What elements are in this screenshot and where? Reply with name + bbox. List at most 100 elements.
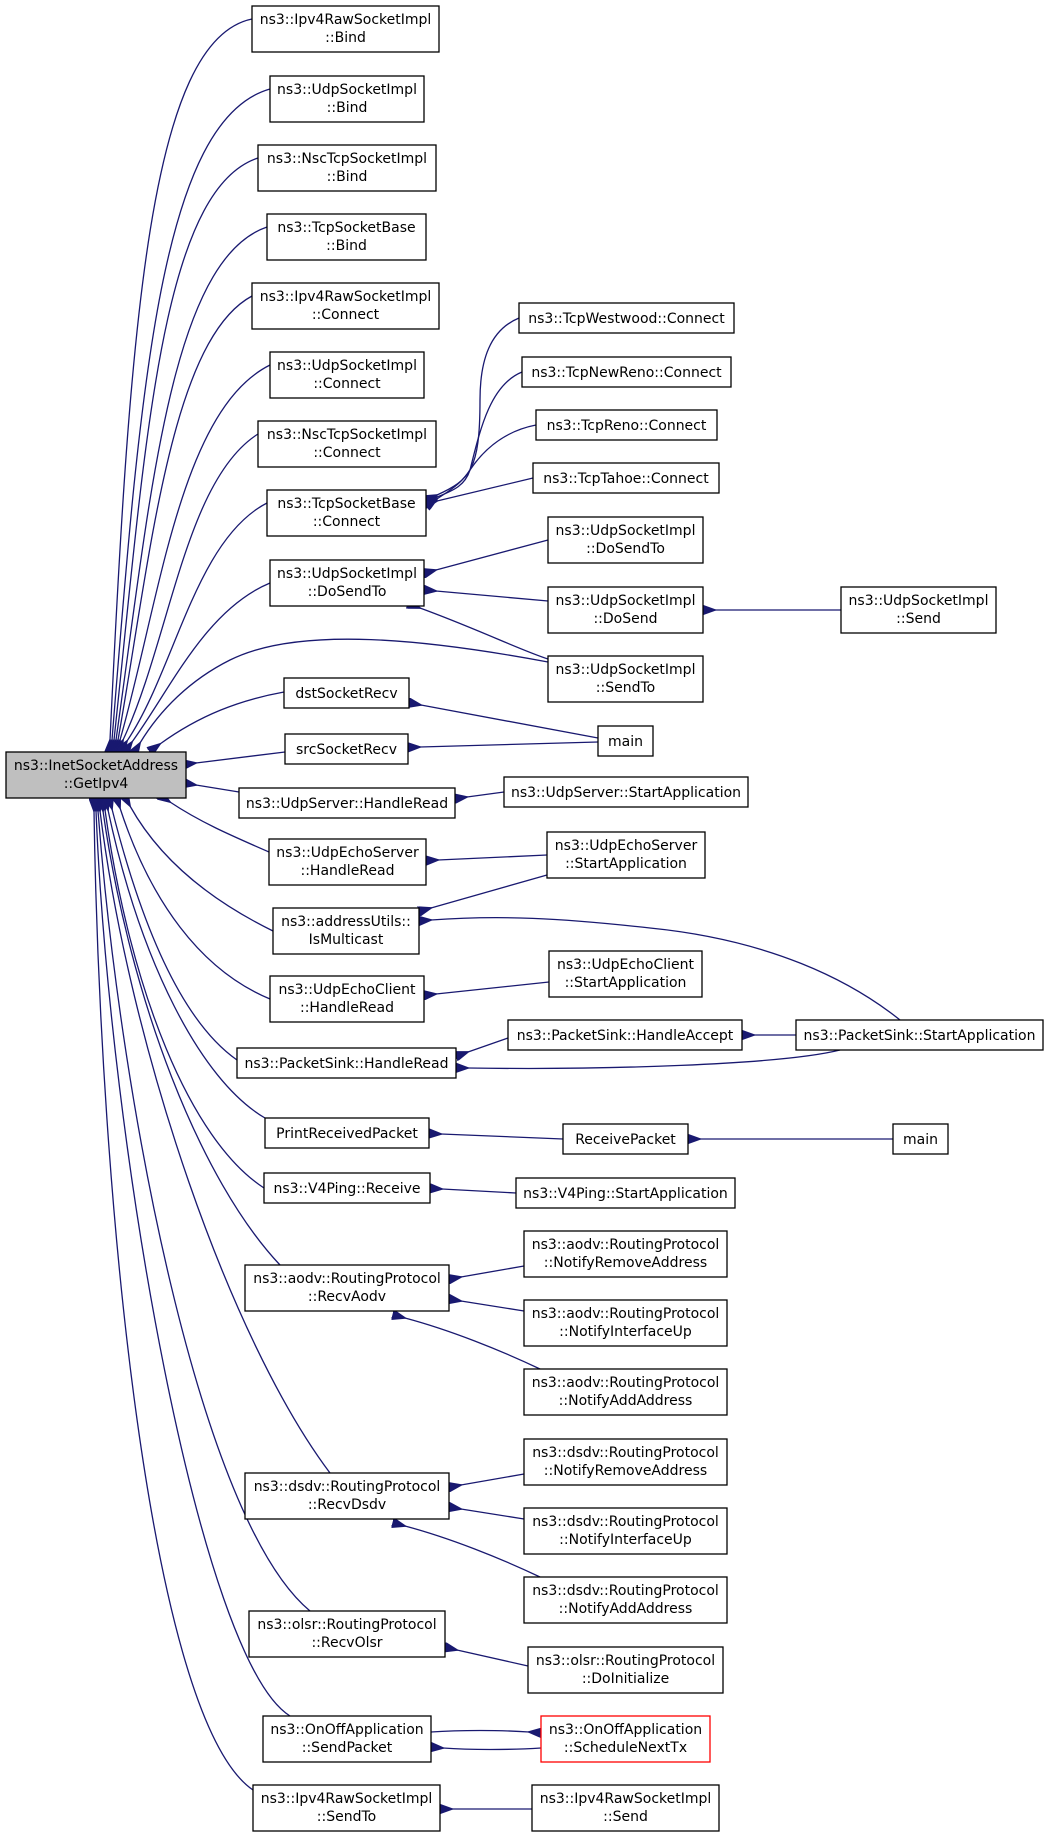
node-label-line: ns3::Ipv4RawSocketImpl — [540, 1791, 712, 1807]
node-label-line: ::SendTo — [317, 1809, 376, 1825]
node-box — [283, 677, 410, 709]
node-packetsink-start[interactable]: ns3::PacketSink::StartApplication — [795, 1019, 1044, 1051]
node-onoff-schedule[interactable]: ns3::OnOffApplication::ScheduleNextTx — [540, 1715, 711, 1763]
edge-line — [170, 802, 270, 853]
edge-packetsink_start-to-packetsink_handleread — [468, 1049, 841, 1068]
edge-line — [105, 810, 265, 1189]
edge-tcpbase_bind-to-root — [116, 226, 268, 740]
node-label-line: ::SendTo — [596, 680, 655, 696]
node-tcpwestwood-connect[interactable]: ns3::TcpWestwood::Connect — [518, 302, 735, 334]
node-box — [597, 725, 654, 757]
edge-line — [114, 157, 259, 740]
node-packetsink-accept[interactable]: ns3::PacketSink::HandleAccept — [507, 1019, 743, 1051]
node-udp-connect[interactable]: ns3::UdpSocketImpl::Connect — [269, 351, 425, 399]
node-ipv4raw-sendto[interactable]: ns3::Ipv4RawSocketImpl::SendTo — [252, 1784, 441, 1832]
node-ipv4raw-bind[interactable]: ns3::Ipv4RawSocketImpl::Bind — [251, 5, 440, 53]
node-tcpnewreno-connect[interactable]: ns3::TcpNewReno::Connect — [521, 356, 732, 388]
node-label-line: ns3::UdpSocketImpl — [556, 662, 696, 678]
node-aodv-recv[interactable]: ns3::aodv::RoutingProtocol::RecvAodv — [244, 1264, 450, 1312]
node-udpecho-server-start[interactable]: ns3::UdpEchoServer::StartApplication — [546, 831, 706, 879]
node-udpecho-server-handleread[interactable]: ns3::UdpEchoServer::HandleRead — [268, 838, 427, 886]
edge-ipv4raw_bind-to-root — [110, 18, 253, 740]
edge-line — [123, 433, 259, 740]
node-udpecho-client-handleread[interactable]: ns3::UdpEchoClient::HandleRead — [269, 975, 425, 1023]
node-dsdv-recv[interactable]: ns3::dsdv::RoutingProtocol::RecvDsdv — [244, 1472, 450, 1520]
node-label-line: ::Connect — [312, 307, 380, 323]
node-print-received[interactable]: PrintReceivedPacket — [264, 1117, 430, 1149]
node-main1[interactable]: main — [597, 725, 654, 757]
node-label-line: ns3::Ipv4RawSocketImpl — [260, 289, 432, 305]
node-tcpreno-connect[interactable]: ns3::TcpReno::Connect — [535, 409, 718, 441]
node-label-line: ns3::UdpEchoClient — [557, 957, 695, 973]
node-onoff-sendpacket[interactable]: ns3::OnOffApplication::SendPacket — [262, 1715, 432, 1763]
node-udp-bind[interactable]: ns3::UdpSocketImpl::Bind — [269, 75, 425, 123]
node-udp-dosendto2[interactable]: ns3::UdpSocketImpl::DoSendTo — [547, 516, 704, 564]
node-aodv-notify-add[interactable]: ns3::aodv::RoutingProtocol::NotifyAddAdd… — [523, 1368, 728, 1416]
node-label-line: ns3::NscTcpSocketImpl — [267, 151, 427, 167]
node-receive-packet[interactable]: ReceivePacket — [562, 1123, 689, 1155]
edge-line — [120, 364, 271, 740]
edge-receive_packet-to-print_received — [441, 1134, 564, 1140]
node-addr-ismulticast[interactable]: ns3::addressUtils::IsMulticast — [272, 907, 420, 955]
node-udpserver-start[interactable]: ns3::UdpServer::StartApplication — [503, 776, 749, 808]
edge-line — [130, 806, 274, 932]
node-label-line: ns3::TcpSocketBase — [277, 220, 415, 236]
edge-line — [421, 705, 599, 739]
node-box — [262, 1715, 432, 1763]
node-box — [523, 1576, 728, 1624]
node-aodv-notify-up[interactable]: ns3::aodv::RoutingProtocol::NotifyInterf… — [523, 1299, 728, 1347]
node-olsr-recv[interactable]: ns3::olsr::RoutingProtocol::RecvOlsr — [248, 1610, 446, 1658]
node-box — [503, 776, 749, 808]
node-label-line: ns3::V4Ping::Receive — [273, 1181, 420, 1197]
node-box — [236, 1047, 457, 1079]
node-box — [547, 586, 704, 634]
edge-line — [443, 1748, 542, 1750]
node-v4ping-start[interactable]: ns3::V4Ping::StartApplication — [515, 1177, 736, 1209]
node-dst-recv[interactable]: dstSocketRecv — [283, 677, 410, 709]
node-dsdv-notify-remove[interactable]: ns3::dsdv::RoutingProtocol::NotifyRemove… — [523, 1438, 728, 1486]
node-udpecho-client-start[interactable]: ns3::UdpEchoClient::StartApplication — [548, 950, 703, 998]
edge-onoff_sendpacket-to-root — [96, 811, 291, 1717]
node-tcptahoe-connect[interactable]: ns3::TcpTahoe::Connect — [532, 462, 720, 494]
node-ipv4raw-send[interactable]: ns3::Ipv4RawSocketImpl::Send — [531, 1784, 720, 1832]
node-box — [523, 1507, 728, 1555]
node-dsdv-notify-up[interactable]: ns3::dsdv::RoutingProtocol::NotifyInterf… — [523, 1507, 728, 1555]
edge-line — [437, 317, 520, 495]
node-box — [523, 1230, 728, 1278]
edge-line — [140, 638, 549, 743]
node-aodv-notify-remove[interactable]: ns3::aodv::RoutingProtocol::NotifyRemove… — [523, 1230, 728, 1278]
node-label-line: ::GetIpv4 — [64, 776, 129, 792]
node-label-line: ns3::aodv::RoutingProtocol — [532, 1375, 720, 1391]
node-tcpbase-connect[interactable]: ns3::TcpSocketBase::Connect — [266, 489, 427, 537]
nodes-layer: ns3::InetSocketAddress::GetIpv4ns3::Ipv4… — [5, 5, 1044, 1832]
node-udp-send[interactable]: ns3::UdpSocketImpl::Send — [840, 586, 997, 634]
node-main2[interactable]: main — [892, 1123, 949, 1155]
edge-line — [127, 502, 268, 741]
node-udpserver-handleread[interactable]: ns3::UdpServer::HandleRead — [238, 787, 456, 819]
node-udp-dosend[interactable]: ns3::UdpSocketImpl::DoSend — [547, 586, 704, 634]
node-label-line: ns3::PacketSink::HandleRead — [244, 1056, 448, 1072]
node-box — [284, 733, 409, 765]
node-v4ping-receive[interactable]: ns3::V4Ping::Receive — [263, 1172, 431, 1204]
node-nsc-connect[interactable]: ns3::NscTcpSocketImpl::Connect — [257, 420, 437, 468]
node-src-recv[interactable]: srcSocketRecv — [284, 733, 409, 765]
node-nsc-bind[interactable]: ns3::NscTcpSocketImpl::Bind — [257, 144, 437, 192]
node-label-line: ::Send — [896, 611, 941, 627]
edge-udp_sendto-to-udp_dosendto — [420, 608, 549, 660]
node-label-line: srcSocketRecv — [296, 742, 397, 758]
node-box — [268, 838, 427, 886]
node-dsdv-notify-add[interactable]: ns3::dsdv::RoutingProtocol::NotifyAddAdd… — [523, 1576, 728, 1624]
node-ipv4raw-connect[interactable]: ns3::Ipv4RawSocketImpl::Connect — [251, 282, 440, 330]
node-olsr-doinit[interactable]: ns3::olsr::RoutingProtocol::DoInitialize — [527, 1646, 724, 1694]
edge-line — [437, 424, 537, 499]
node-root: ns3::InetSocketAddress::GetIpv4 — [5, 751, 187, 799]
edge-udpecho_server_handleread-to-root — [170, 802, 270, 853]
node-label-line: ns3::PacketSink::HandleAccept — [517, 1028, 734, 1044]
node-packetsink-handleread[interactable]: ns3::PacketSink::HandleRead — [236, 1047, 457, 1079]
node-label-line: ns3::UdpSocketImpl — [277, 566, 417, 582]
node-udp-sendto[interactable]: ns3::UdpSocketImpl::SendTo — [547, 655, 704, 703]
edge-packetsink_handleread-to-root — [112, 809, 238, 1061]
node-tcpbase-bind[interactable]: ns3::TcpSocketBase::Bind — [266, 213, 427, 261]
edge-print_received-to-root — [108, 810, 266, 1119]
node-udp-dosendto[interactable]: ns3::UdpSocketImpl::DoSendTo — [269, 559, 425, 607]
